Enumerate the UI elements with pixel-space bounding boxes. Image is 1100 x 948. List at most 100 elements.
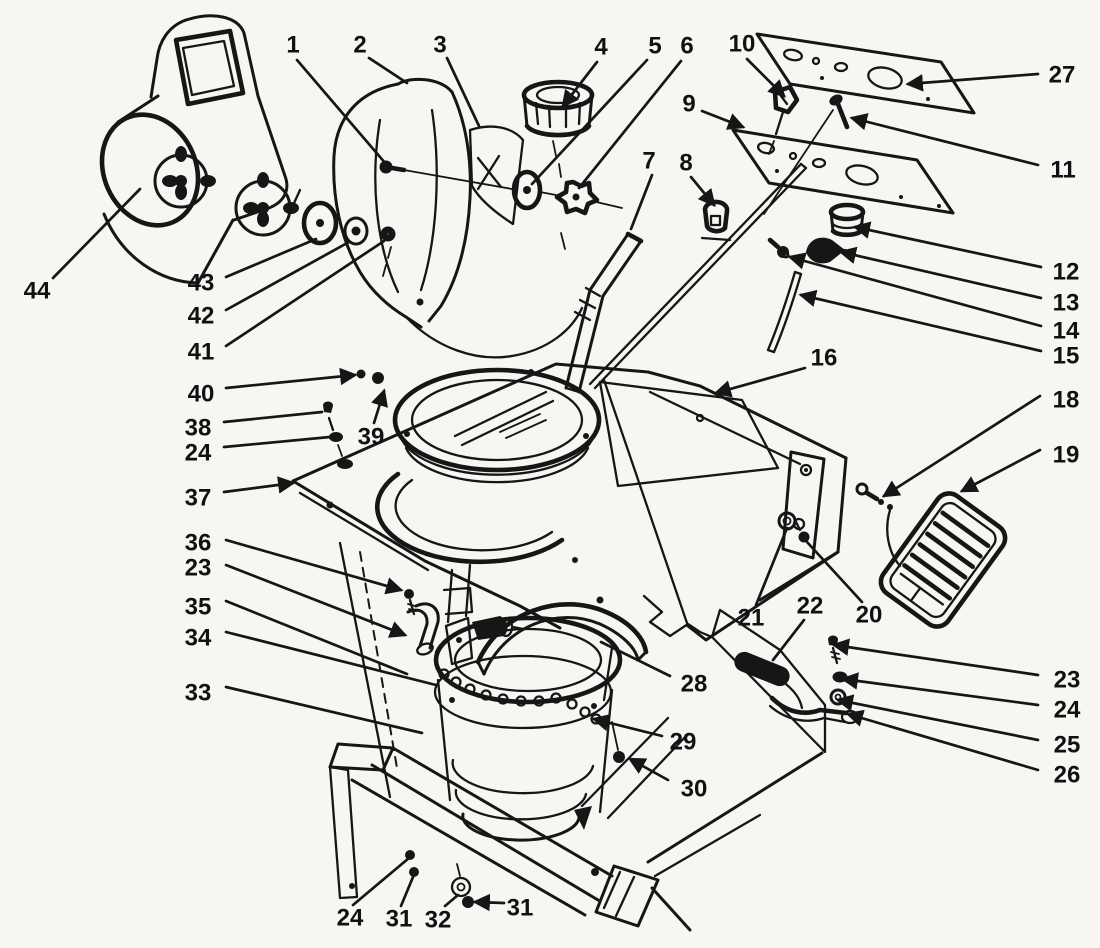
washer-part42 [343,216,369,246]
leader-line-37 [222,476,296,494]
callout-number-32: 32 [425,907,452,934]
washer-part43 [301,200,339,246]
screw-part11 [763,94,850,215]
leader-line-22 [771,618,806,662]
leader-line-1 [295,58,388,166]
frame-fasteners-24-31-32 [405,850,474,908]
leader-line-35 [224,599,409,676]
leader-line-40 [224,367,358,390]
callout-number-21: 21 [738,605,765,632]
callout-number-29: 29 [670,729,697,756]
callout-number-11: 11 [1050,157,1075,184]
leader-line-6 [577,59,683,190]
callout-number-12: 12 [1053,259,1080,286]
callout-number-23: 23 [1054,667,1081,694]
pedestal-column [338,541,614,799]
crank-handle-part7 [564,231,644,394]
leader-line-31 [399,875,415,908]
clip-part14 [767,237,790,259]
callout-number-7: 7 [642,148,655,175]
leader-line-18 [881,394,1042,498]
cone-part13 [806,237,858,264]
leader-line-23 [831,638,1040,677]
leader-line-19 [959,448,1042,493]
leader-line-9 [700,109,746,130]
callout-number-24: 24 [1054,697,1081,724]
leader-line-41 [224,239,386,348]
callout-number-10: 10 [729,31,756,58]
leader-line-11 [849,113,1040,167]
screw-part20 [793,518,810,543]
leader-line-12 [852,221,1043,269]
callout-number-23: 23 [185,555,212,582]
callout-number-13: 13 [1053,290,1080,317]
callout-number-4: 4 [594,34,608,61]
ignition-key-part10 [768,84,800,155]
leader-line-25 [835,694,1040,742]
callout-number-22: 22 [797,593,824,620]
leader-line-24 [840,672,1040,707]
callout-number-39: 39 [358,424,385,451]
leader-line-16 [713,366,807,398]
callout-number-42: 42 [188,303,215,330]
callout-number-16: 16 [811,345,838,372]
callout-number-9: 9 [682,91,695,118]
callout-number-31: 31 [386,906,413,933]
leader-line-7 [629,173,654,231]
leader-line-44 [51,187,142,280]
callout-number-43: 43 [188,270,215,297]
leader-line-31 [472,893,506,912]
callout-number-26: 26 [1054,762,1081,789]
leader-line-23 [224,563,408,638]
callout-number-19: 19 [1053,442,1080,469]
callout-number-41: 41 [188,339,215,366]
callout-number-15: 15 [1053,343,1080,370]
control-panel-part9 [731,128,955,215]
elbow-crank-part35 [406,602,440,656]
callout-number-44: 44 [24,278,51,305]
callout-number-28: 28 [681,671,708,698]
callout-number-3: 3 [433,32,446,59]
leader-line-24 [351,856,411,907]
carriage-bolt-part1 [379,160,513,190]
shroud-fasteners-38-24-39-40 [323,369,384,469]
leader-line-15 [798,289,1043,353]
leader-line-24 [222,435,332,449]
callout-number-24: 24 [337,905,364,932]
callout-number-8: 8 [679,150,692,177]
leader-line-36 [224,538,404,595]
callout-number-31: 31 [507,895,534,922]
chute-control-rod [588,162,808,390]
callout-number-14: 14 [1053,318,1080,345]
chute-deflector-part44 [99,14,302,285]
grille-part19 [878,491,1008,629]
callout-number-40: 40 [188,381,215,408]
leader-line-4 [561,60,599,109]
callout-number-30: 30 [681,776,708,803]
callout-number-33: 33 [185,680,212,707]
callout-number-24: 24 [185,440,212,467]
tube-part15 [766,270,803,354]
leader-line-27 [905,72,1040,92]
callout-number-6: 6 [680,33,693,60]
screw-part30 [611,721,625,763]
cap-part12 [828,202,866,238]
leader-line-26 [845,709,1040,772]
base-frame [328,716,824,932]
callout-number-25: 25 [1054,732,1081,759]
callout-number-34: 34 [185,625,212,652]
leader-line-13 [838,246,1043,300]
leader-line-32 [443,893,460,908]
star-knob-part6 [554,179,623,250]
leader-line-33 [224,685,424,735]
leader-line-34 [224,630,438,687]
chute-flap-part3 [468,125,525,226]
control-panel-part27 [755,32,976,115]
deflector-wheel-right [234,172,299,237]
leader-line-28 [599,640,672,678]
leader-line-43 [224,237,318,279]
leader-line-8 [689,175,716,208]
ring-gear-part34 [433,615,623,705]
